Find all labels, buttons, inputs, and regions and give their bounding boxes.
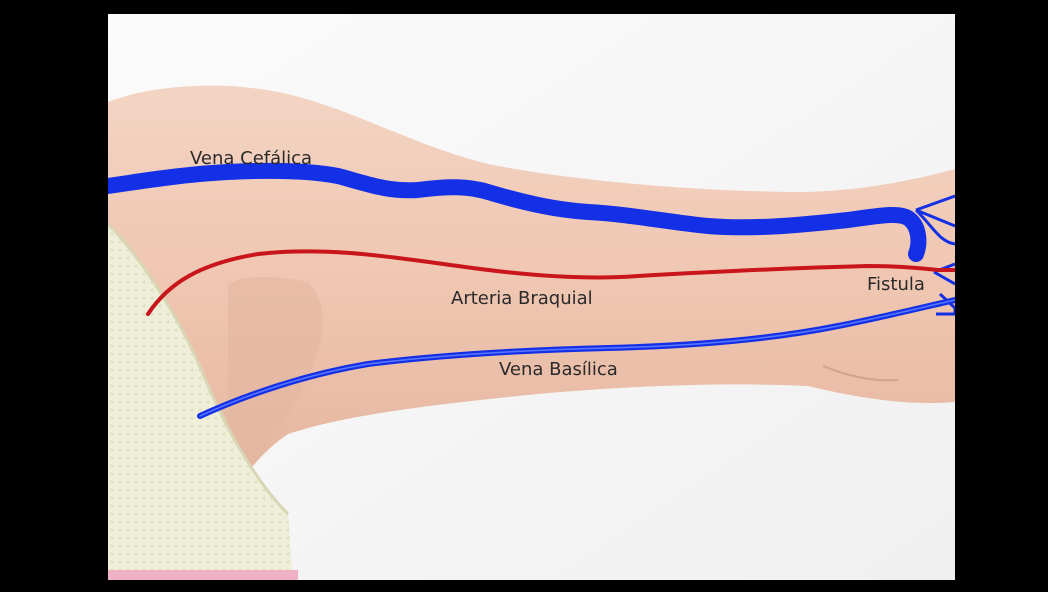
arm-photo: Vena Cefálica Arteria Braquial Vena Basí… xyxy=(108,14,955,580)
brachial-artery-label: Arteria Braquial xyxy=(451,288,593,309)
cephalic-vein-label: Vena Cefálica xyxy=(190,148,312,169)
fistula-label: Fistula xyxy=(867,274,925,295)
basilic-vein-label: Vena Basílica xyxy=(499,359,618,380)
garment-trim xyxy=(108,570,298,580)
